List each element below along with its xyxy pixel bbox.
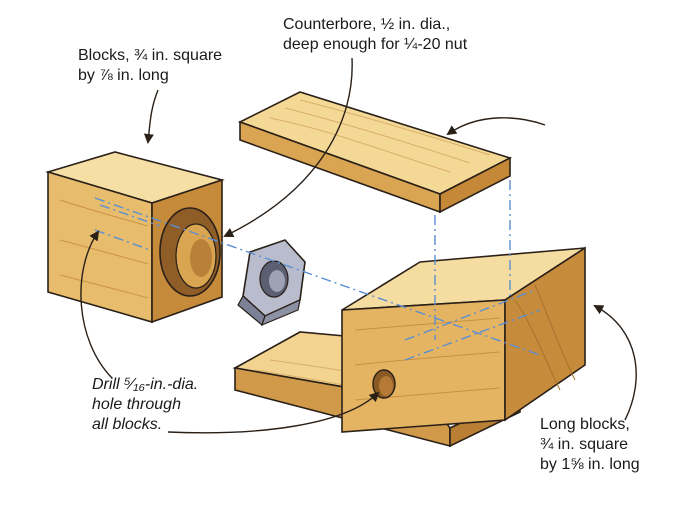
leader-lines <box>80 57 637 434</box>
callout-drill-line2: hole through <box>92 396 181 413</box>
callout-blocks-line2: by ⅞ in. long <box>78 67 169 84</box>
callout-blocks: Blocks, ¾ in. square by ⅞ in. long <box>78 46 222 86</box>
centerline-bore-bottom <box>404 309 541 361</box>
centerline-hole-lower <box>94 229 151 251</box>
long-block <box>341 246 586 433</box>
callout-long-blocks: Long blocks, ¾ in. square by 1⅝ in. long <box>540 415 640 475</box>
callout-drill: Drill ⁵⁄₁₆-in.-dia. hole through all blo… <box>92 375 198 435</box>
callout-counterbore-line1: Counterbore, ½ in. dia., <box>283 16 451 33</box>
hex-nut <box>237 239 306 327</box>
top-board-end-face <box>439 156 511 214</box>
leader-long-blocks <box>593 305 637 421</box>
leader-drill-block <box>80 230 113 379</box>
leader-blocks <box>143 89 159 144</box>
centerline-main <box>94 197 541 356</box>
leader-drill-long <box>167 391 380 434</box>
callout-drill-line3: all blocks. <box>92 416 163 433</box>
callout-counterbore: Counterbore, ½ in. dia., deep enough for… <box>283 15 467 55</box>
callout-long-line2: ¾ in. square <box>540 436 629 453</box>
leader-counterbore <box>223 57 353 238</box>
callout-long-line1: Long blocks, <box>540 416 630 433</box>
callout-long-line3: by 1⅝ in. long <box>540 456 640 473</box>
small-block <box>45 151 225 324</box>
centerlines <box>94 180 541 361</box>
callout-blocks-line1: Blocks, ¾ in. square <box>78 47 223 64</box>
callout-drill-line1: Drill ⁵⁄₁₆-in.-dia. <box>92 376 199 393</box>
long-block-side-face <box>504 246 586 422</box>
centerline-bore-top <box>404 289 536 341</box>
top-board <box>237 91 513 214</box>
leader-top-board <box>446 117 546 136</box>
callout-counterbore-line2: deep enough for ¼-20 nut <box>283 36 468 53</box>
